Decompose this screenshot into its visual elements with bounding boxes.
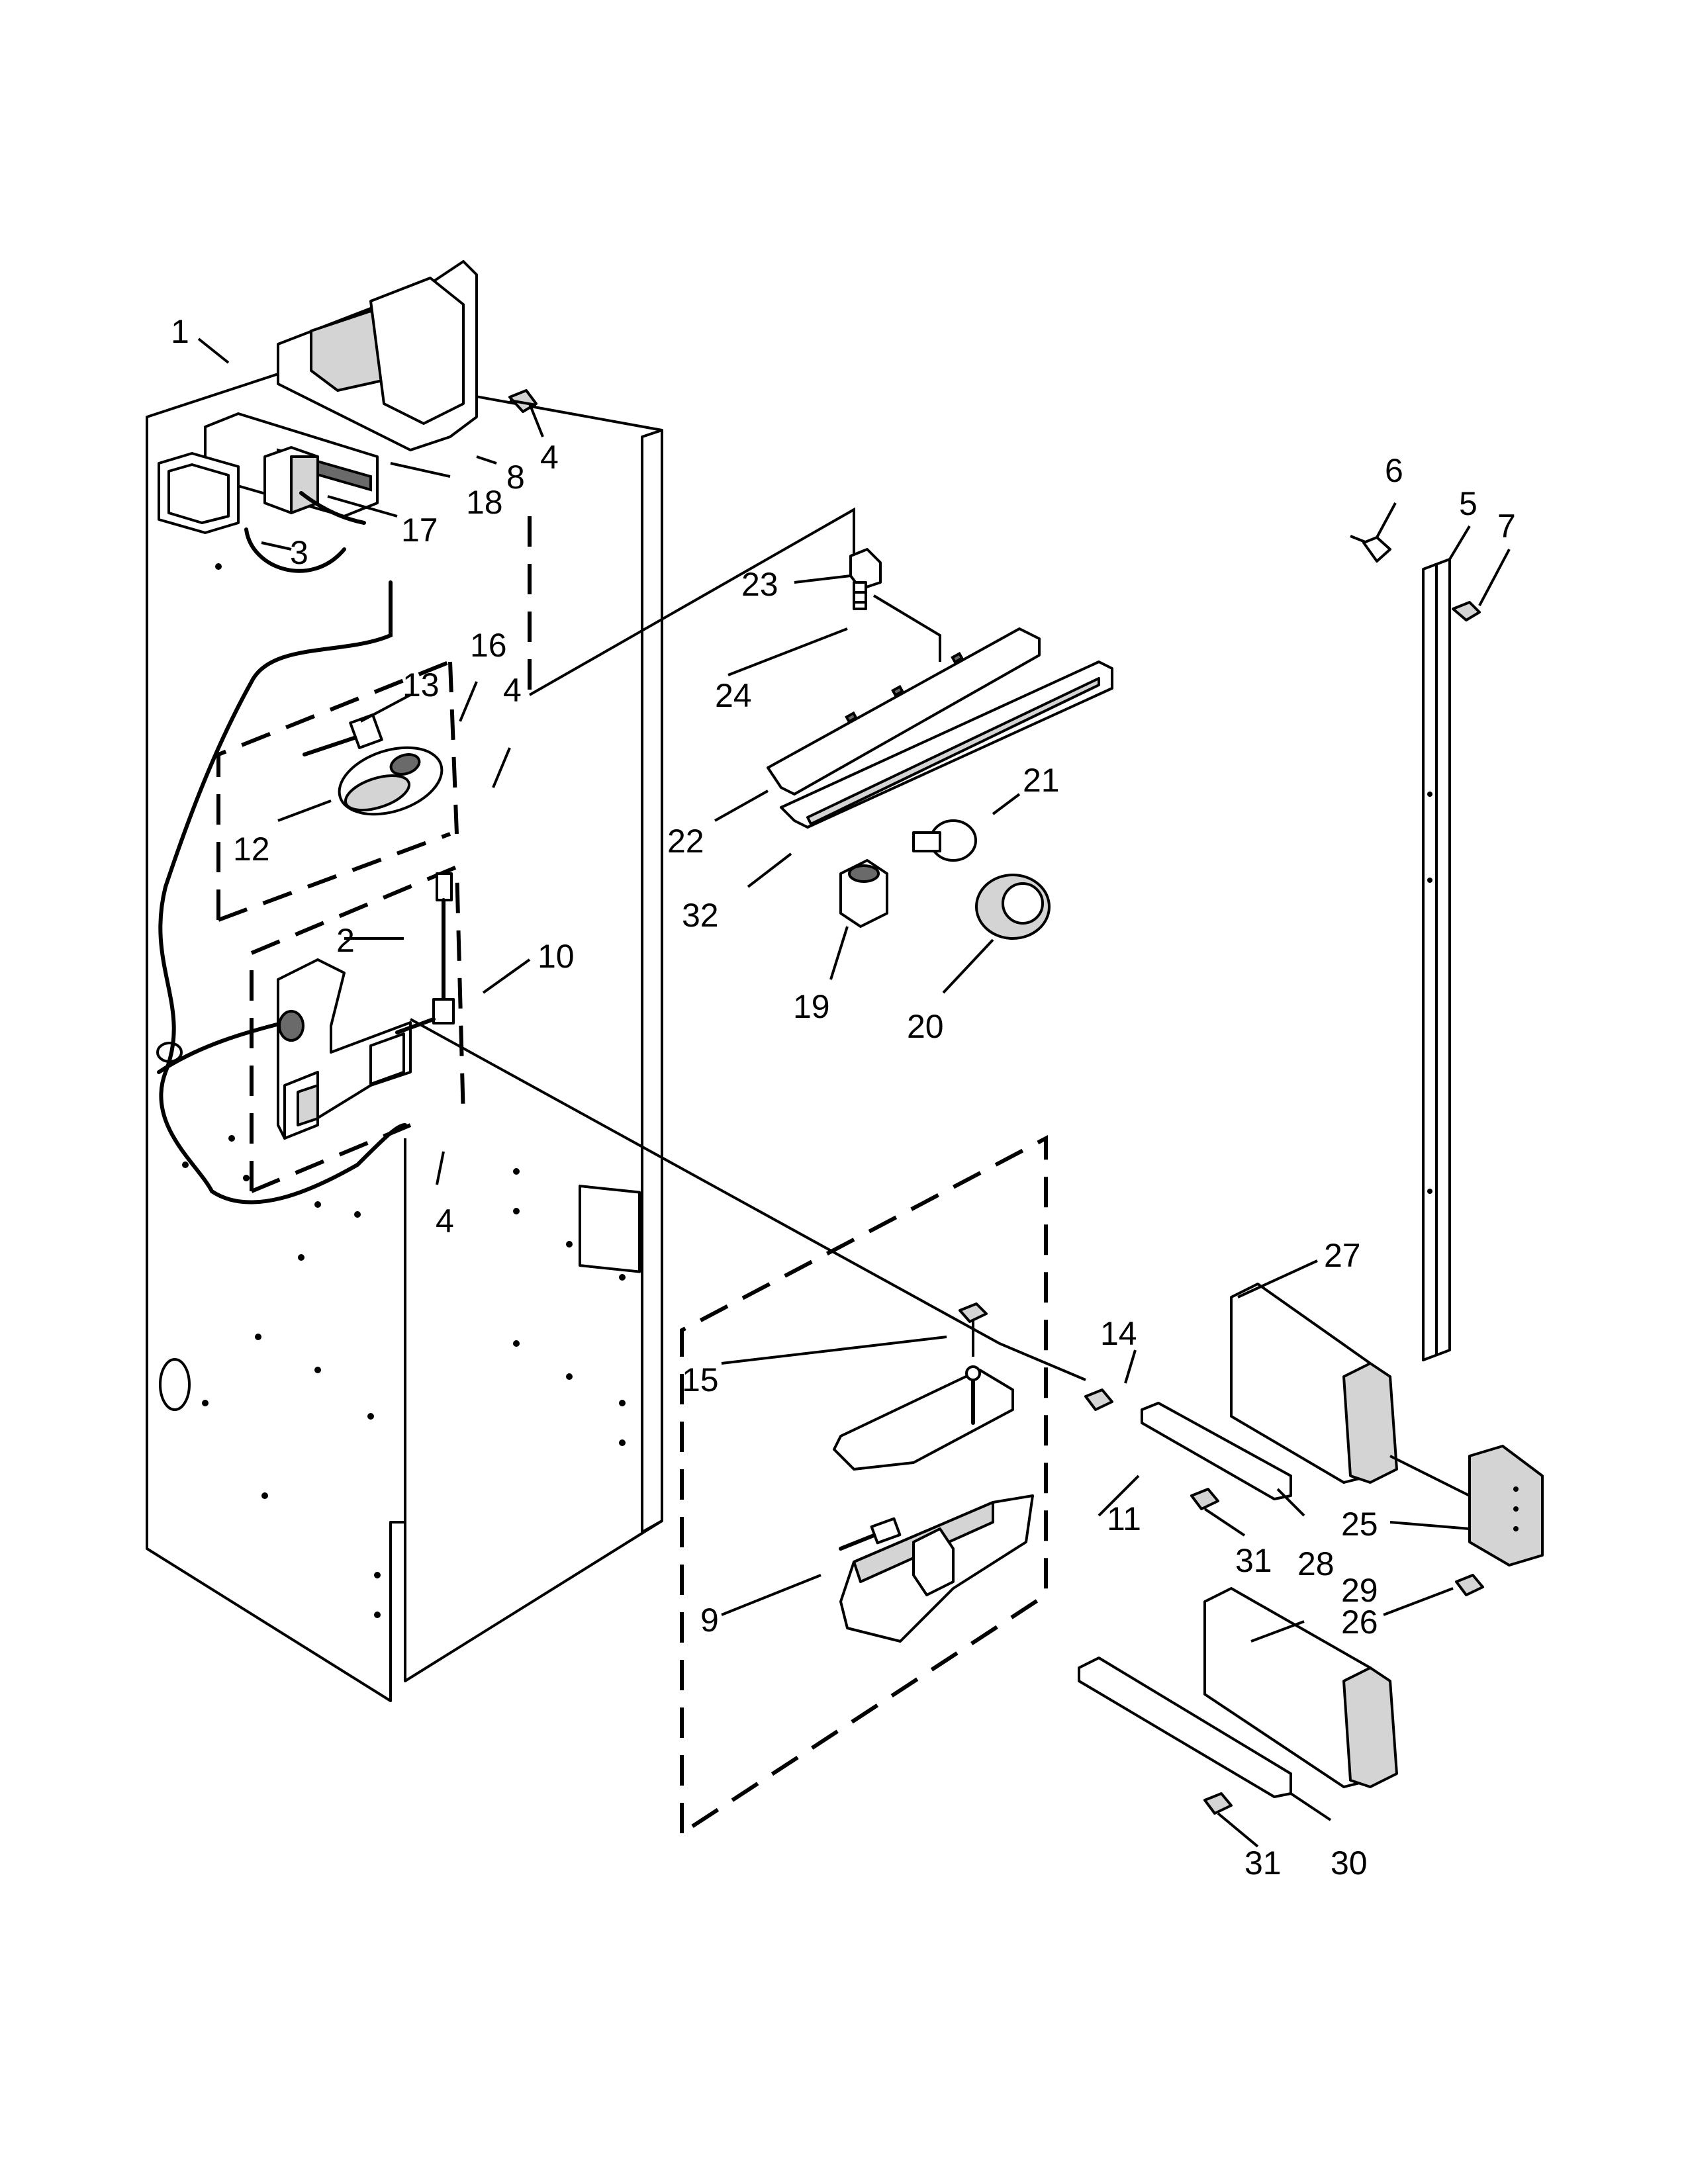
callout-30: 30 bbox=[1331, 1844, 1368, 1882]
assembly-leader-right bbox=[999, 1342, 1086, 1381]
assembly-leader-center bbox=[410, 1018, 1000, 1345]
callout-4: 4 bbox=[540, 439, 559, 476]
callout-12: 12 bbox=[233, 831, 270, 868]
damper-motor bbox=[263, 446, 319, 514]
callout-25: 25 bbox=[1341, 1506, 1378, 1543]
drawer-screw bbox=[959, 1302, 988, 1357]
air-duct-housing bbox=[277, 260, 478, 451]
rail-clip bbox=[1350, 535, 1391, 563]
callout-26: 26 bbox=[1341, 1604, 1378, 1641]
group-outline-middle bbox=[250, 864, 465, 1191]
light-bracket bbox=[767, 627, 1041, 796]
control-housing bbox=[277, 958, 412, 1140]
callout-7: 7 bbox=[1497, 508, 1516, 545]
bracket-clip bbox=[849, 548, 882, 610]
callout-6: 6 bbox=[1385, 452, 1403, 489]
upper-trim-rail bbox=[1141, 1402, 1292, 1500]
callout-27: 27 bbox=[1324, 1237, 1361, 1274]
callout-18: 18 bbox=[466, 484, 503, 521]
callout-20: 20 bbox=[907, 1008, 944, 1045]
callout-19: 19 bbox=[793, 988, 830, 1025]
main-wiring-harness bbox=[158, 580, 407, 1205]
callout-28: 28 bbox=[1297, 1545, 1335, 1582]
drawer-side-screw bbox=[1084, 1388, 1113, 1411]
trim-screws bbox=[1190, 1488, 1484, 1815]
callout-1: 1 bbox=[171, 313, 189, 350]
callout-3: 3 bbox=[290, 534, 308, 571]
callout-8: 8 bbox=[506, 459, 525, 496]
drawer-connector bbox=[839, 1517, 902, 1551]
callout-9: 9 bbox=[700, 1602, 719, 1639]
door-switch bbox=[432, 872, 455, 1024]
callout-31: 31 bbox=[1244, 1844, 1282, 1882]
vertical-rail bbox=[1422, 558, 1451, 1361]
callout-15: 15 bbox=[682, 1361, 719, 1398]
callout-4: 4 bbox=[503, 672, 522, 709]
group-outline-drawer bbox=[680, 1135, 1048, 1835]
callout-21: 21 bbox=[1023, 762, 1060, 799]
liner-mounting-holes bbox=[182, 563, 626, 1618]
callout-10: 10 bbox=[538, 938, 575, 975]
harness-wire bbox=[299, 491, 366, 525]
light-bulb bbox=[912, 819, 977, 862]
callout-23: 23 bbox=[741, 566, 778, 603]
connector-wire bbox=[395, 1017, 436, 1034]
callout-22: 22 bbox=[667, 823, 704, 860]
group-outline-upper bbox=[216, 660, 451, 920]
callout-labels: 1 2 3 4 4 4 5 6 7 8 9 10 11 12 13 14 15 … bbox=[171, 313, 1516, 1882]
callout-5: 5 bbox=[1459, 485, 1477, 522]
control-panel-overlay bbox=[1468, 1445, 1544, 1567]
callout-29: 29 bbox=[1341, 1572, 1378, 1609]
drawer-housing bbox=[839, 1494, 1034, 1643]
control-cover bbox=[338, 746, 444, 816]
callout-31: 31 bbox=[1235, 1542, 1272, 1579]
damper-wire bbox=[244, 527, 346, 573]
callout-4: 4 bbox=[436, 1203, 454, 1240]
vent-frame bbox=[158, 452, 240, 534]
light-housing bbox=[780, 660, 1113, 829]
callout-leaders bbox=[197, 338, 1511, 1848]
lower-trim bbox=[1203, 1587, 1398, 1788]
callout-32: 32 bbox=[682, 897, 719, 934]
callout-14: 14 bbox=[1100, 1315, 1137, 1352]
callout-17: 17 bbox=[401, 512, 438, 549]
callout-2: 2 bbox=[336, 922, 355, 959]
thermistor-connector bbox=[303, 713, 383, 756]
harness-branch bbox=[157, 1021, 287, 1074]
upper-trim bbox=[1230, 1283, 1398, 1484]
callout-13: 13 bbox=[402, 666, 440, 704]
light-shield bbox=[975, 874, 1051, 940]
light-socket bbox=[839, 859, 888, 928]
callout-16: 16 bbox=[470, 627, 507, 664]
drawer-bracket bbox=[833, 1365, 1014, 1471]
rail-screw bbox=[1452, 601, 1481, 621]
light-bracket-leader bbox=[529, 507, 855, 696]
callout-11: 11 bbox=[1107, 1500, 1141, 1537]
callout-24: 24 bbox=[715, 677, 752, 714]
